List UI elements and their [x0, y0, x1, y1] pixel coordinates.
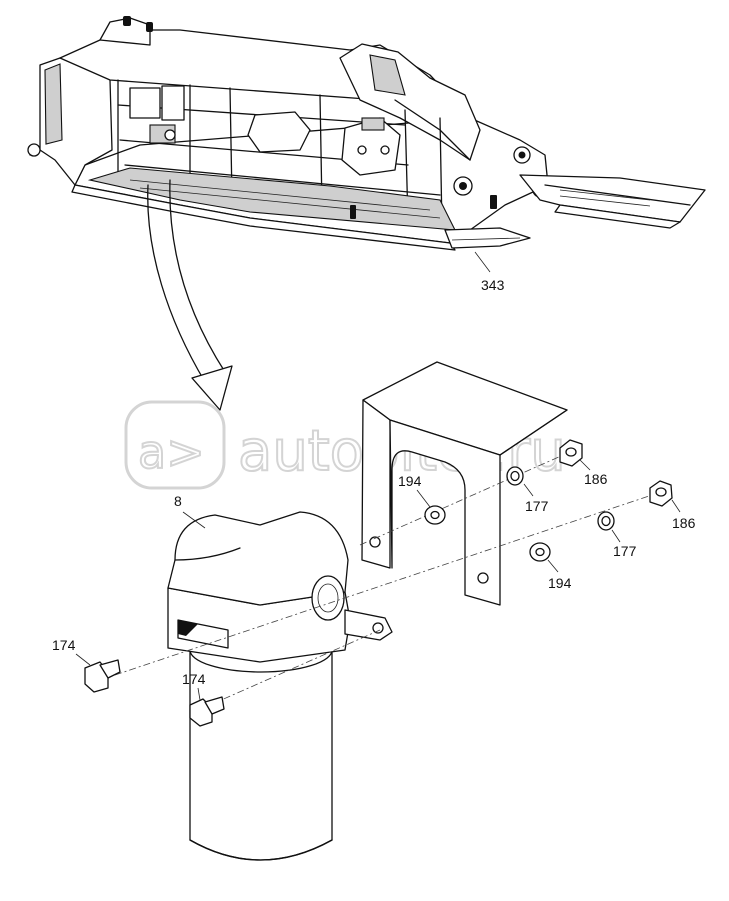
- svg-text:a>: a>: [138, 425, 205, 479]
- bolt-174-mid: [189, 696, 225, 727]
- lockwasher-177-lower: [597, 511, 615, 531]
- nut-186-lower: [649, 480, 673, 507]
- washer-194-lower: [529, 542, 551, 562]
- washer-194-upper: [424, 505, 446, 525]
- callout-177-lower: 177: [613, 543, 637, 559]
- callout-174-left: 174: [52, 637, 76, 653]
- callout-177-upper: 177: [525, 498, 549, 514]
- callout-8: 8: [174, 493, 182, 509]
- detail-arrow: [147, 179, 233, 411]
- axis-lower: [114, 492, 659, 676]
- callout-174-mid: 174: [182, 671, 206, 687]
- callout-186-upper: 186: [584, 471, 608, 487]
- callout-194-lower: 194: [548, 575, 572, 591]
- callout-343: 343: [481, 277, 505, 293]
- axis-upper: [359, 451, 571, 546]
- mounting-bracket: [361, 361, 568, 606]
- nut-186-upper: [559, 439, 583, 467]
- callout-186-lower: 186: [672, 515, 696, 531]
- machine-frame: [27, 16, 706, 251]
- leader-343: [474, 251, 491, 273]
- filter-assembly: [167, 511, 393, 861]
- bolt-174-left: [84, 659, 121, 693]
- callout-194-upper: 194: [398, 473, 422, 489]
- lockwasher-177-upper: [506, 466, 524, 486]
- axis-bolt-174b: [209, 629, 381, 706]
